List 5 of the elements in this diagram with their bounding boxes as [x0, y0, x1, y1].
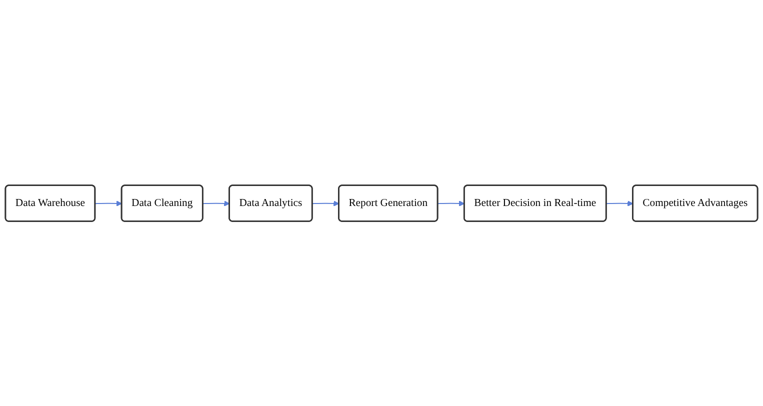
- arrow: [202, 200, 230, 206]
- arrow: [312, 200, 340, 206]
- arrow: [437, 200, 465, 206]
- arrow: [606, 200, 634, 206]
- arrow: [94, 200, 122, 206]
